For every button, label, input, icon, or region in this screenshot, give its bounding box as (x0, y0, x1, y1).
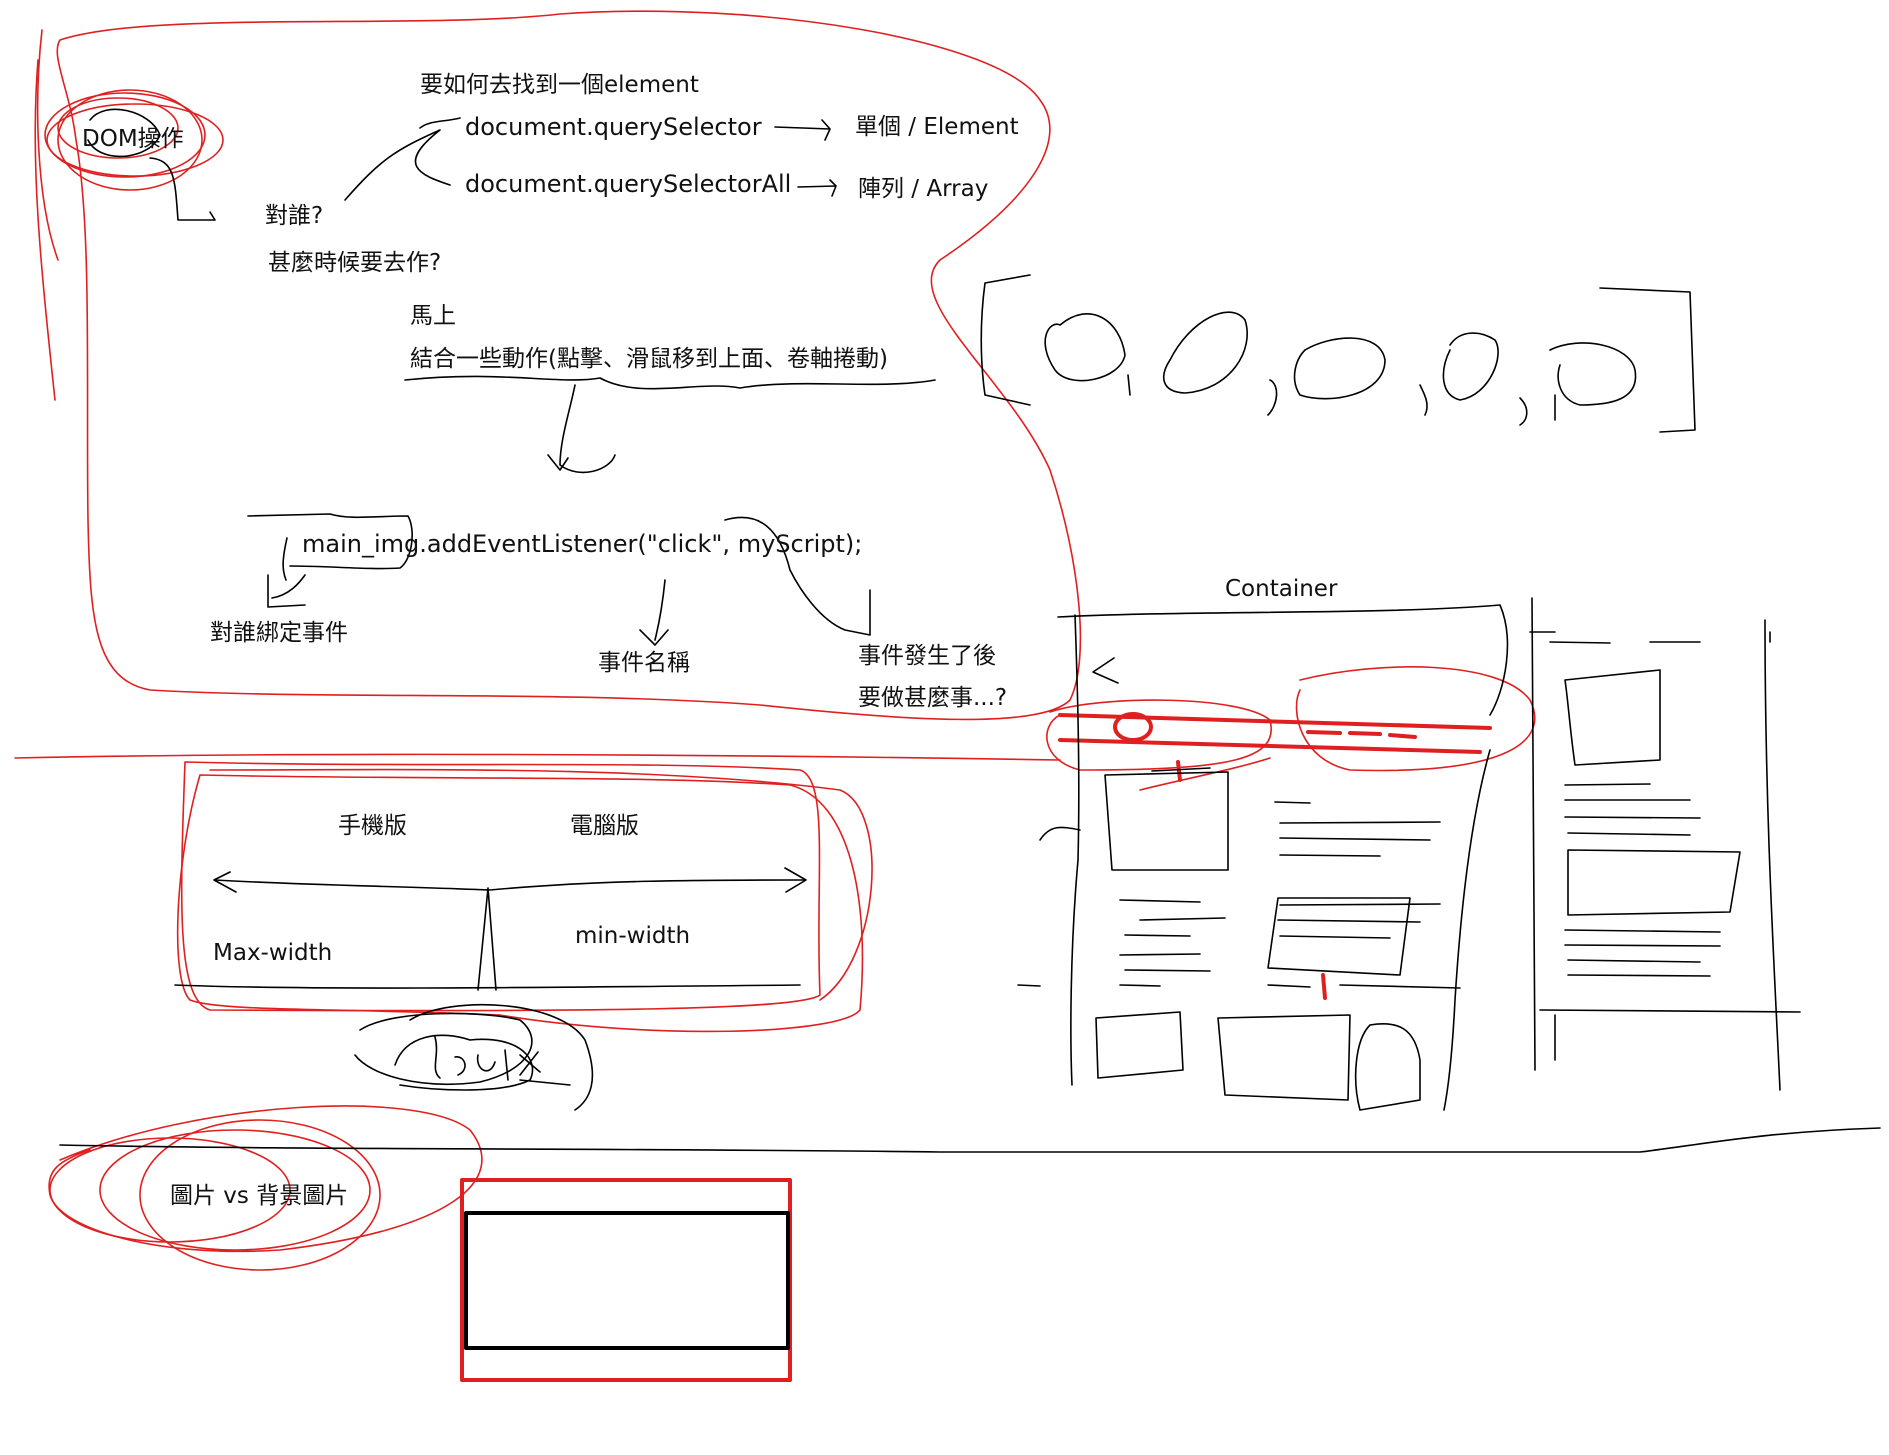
red-circles (34, 10, 1536, 1271)
query-selector-all-text: document.querySelectorAll (465, 170, 792, 198)
dom-title: DOM操作 (82, 126, 184, 152)
query-selector-text: document.querySelector (465, 113, 762, 141)
red-navbar (1058, 712, 1492, 1000)
when-label: 甚麼時候要去作? (268, 250, 442, 276)
red-enclosure-responsive (180, 761, 821, 1012)
array-label: 陣列 / Array (858, 176, 989, 202)
after-event-label-2: 要做甚麼事...? (858, 685, 1008, 711)
mobile-label: 手機版 (338, 813, 407, 839)
combine-actions-label: 結合一些動作(點擊、滑鼠移到上面、卷軸捲動) (410, 346, 888, 372)
desktop-label: 電腦版 (570, 813, 639, 839)
black-box (464, 1211, 790, 1350)
find-question: 要如何去找到一個element (420, 72, 699, 98)
img-vs-bg-label: 圖片 vs 背景圖片 (170, 1183, 349, 1209)
after-event-label-1: 事件發生了後 (858, 643, 996, 669)
black-strokes (59, 108, 1881, 1154)
immediately-label: 馬上 (410, 303, 456, 329)
red-divider (14, 753, 1061, 761)
bind-to-label: 對誰綁定事件 (210, 620, 348, 646)
container-label: Container (1225, 576, 1338, 602)
min-width-label: min-width (575, 923, 691, 949)
max-width-label: Max-width (213, 940, 333, 966)
single-element-label: 單個 / Element (855, 114, 1019, 140)
who-label: 對誰? (265, 203, 324, 229)
event-listener-code: main_img.addEventListener("click", myScr… (302, 530, 863, 558)
event-name-label: 事件名稱 (598, 650, 690, 676)
